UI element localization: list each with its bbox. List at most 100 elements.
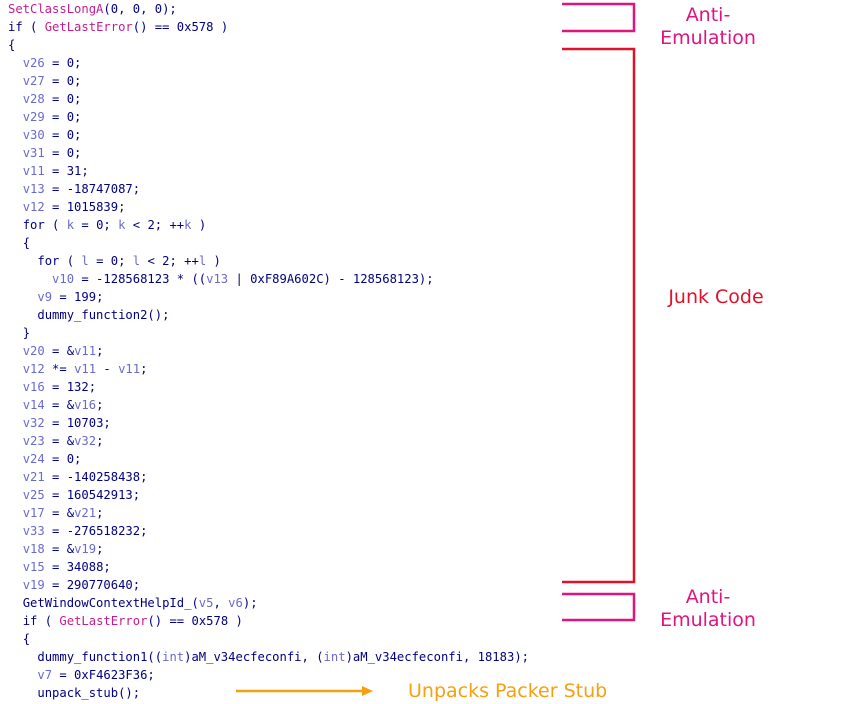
code-identifier: v15	[22, 560, 45, 574]
code-api-call: GetLastError	[44, 20, 133, 34]
unpacks-packer-stub-label: Unpacks Packer Stub	[408, 680, 608, 702]
code-line: {	[8, 36, 529, 54]
code-text: = 34088;	[44, 560, 111, 574]
code-line: v20 = &v11;	[8, 342, 529, 360]
code-text: (	[37, 614, 60, 628]
code-line: dummy_function2();	[8, 306, 529, 324]
code-identifier: v23	[22, 434, 45, 448]
code-line: v12 *= v11 - v11;	[8, 360, 529, 378]
code-identifier: k	[66, 218, 75, 232]
code-text: ;	[96, 344, 104, 358]
code-identifier: v19	[22, 578, 45, 592]
code-identifier: l	[81, 254, 89, 268]
code-line: v25 = 160542913;	[8, 486, 529, 504]
code-line: {	[8, 630, 529, 648]
code-identifier: k	[118, 218, 126, 232]
code-text: = 160542913;	[44, 488, 141, 502]
code-text: -	[96, 362, 119, 376]
code-line: v24 = 0;	[8, 450, 529, 468]
code-text: () == 0x578 )	[147, 614, 243, 628]
code-line: v15 = 34088;	[8, 558, 529, 576]
code-text: | 0xF89A602C) - 128568123);	[228, 272, 434, 286]
code-text: dummy_function1((	[37, 650, 163, 664]
code-text: ;	[96, 398, 104, 412]
code-text: GetWindowContextHelpId_(	[22, 596, 199, 610]
code-line: v19 = 290770640;	[8, 576, 529, 594]
code-text: (0, 0, 0);	[103, 2, 177, 16]
code-identifier: v11	[22, 164, 45, 178]
code-identifier: v11	[118, 362, 141, 376]
code-text: = 0;	[44, 110, 82, 124]
code-identifier: v18	[22, 542, 45, 556]
anti-emulation-label-bottom: Anti- Emulation	[660, 586, 756, 631]
code-line: {	[8, 234, 529, 252]
code-identifier: v13	[206, 272, 229, 286]
code-api-call: GetLastError	[59, 614, 148, 628]
anti-emulation-bracket-top	[562, 2, 636, 33]
code-identifier: v6	[228, 596, 243, 610]
code-line: if ( GetLastError() == 0x578 )	[8, 18, 529, 36]
code-line: }	[8, 324, 529, 342]
code-text: = &	[44, 434, 75, 448]
code-identifier: v10	[52, 272, 75, 286]
code-identifier: v11	[74, 362, 97, 376]
code-identifier: v24	[22, 452, 45, 466]
code-text: = -140258438;	[44, 470, 148, 484]
code-text: {	[22, 632, 31, 646]
code-line: unpack_stub();	[8, 684, 529, 702]
code-text: ;	[96, 434, 104, 448]
code-line: v9 = 199;	[8, 288, 529, 306]
code-identifier: v19	[74, 542, 97, 556]
code-line: for ( l = 0; l < 2; ++l )	[8, 252, 529, 270]
code-text: = 0;	[74, 218, 119, 232]
code-keyword: if	[22, 614, 38, 628]
code-text: {	[8, 38, 16, 52]
code-line: v14 = &v16;	[8, 396, 529, 414]
code-text: ,	[213, 596, 229, 610]
code-text: < 2; ++	[125, 218, 185, 232]
code-line: v26 = 0;	[8, 54, 529, 72]
code-text: *=	[44, 362, 75, 376]
code-line: v16 = 132;	[8, 378, 529, 396]
code-text: (	[59, 254, 82, 268]
code-identifier: v14	[22, 398, 45, 412]
decompiled-code-listing: SetClassLongA(0, 0, 0); if ( GetLastError…	[8, 0, 529, 702]
code-text: = 1015839;	[44, 200, 126, 214]
code-identifier: v16	[22, 380, 45, 394]
code-identifier: v20	[22, 344, 45, 358]
code-identifier: v12	[22, 362, 45, 376]
code-text: unpack_stub();	[37, 686, 141, 700]
code-text: = -128568123 * ((	[74, 272, 207, 286]
code-text: = 0;	[88, 254, 133, 268]
code-identifier: v9	[37, 290, 53, 304]
code-identifier: v28	[22, 92, 45, 106]
code-line: v18 = &v19;	[8, 540, 529, 558]
code-line: v31 = 0;	[8, 144, 529, 162]
code-line: GetWindowContextHelpId_(v5, v6);	[8, 594, 529, 612]
code-line: v28 = 0;	[8, 90, 529, 108]
code-text: = 290770640;	[44, 578, 141, 592]
code-text: )aM_v34ecfeconfi, (	[184, 650, 324, 664]
code-api-call: SetClassLongA	[8, 2, 104, 16]
code-line: v27 = 0;	[8, 72, 529, 90]
code-text: = 31;	[44, 164, 89, 178]
code-line: v7 = 0xF4623F36;	[8, 666, 529, 684]
code-text: ;	[96, 506, 104, 520]
code-identifier: int	[323, 650, 346, 664]
junk-code-bracket	[562, 47, 636, 584]
code-line: v10 = -128568123 * ((v13 | 0xF89A602C) -…	[8, 270, 529, 288]
code-text: )	[206, 254, 221, 268]
code-identifier: v33	[22, 524, 45, 538]
code-line: v32 = 10703;	[8, 414, 529, 432]
code-text: = 132;	[44, 380, 97, 394]
code-keyword: for	[37, 254, 60, 268]
code-identifier: v25	[22, 488, 45, 502]
code-identifier: v13	[22, 182, 45, 196]
code-text: () == 0x578 )	[132, 20, 229, 34]
code-identifier: v11	[74, 344, 97, 358]
unpack-arrow-head	[362, 686, 373, 696]
code-line: v13 = -18747087;	[8, 180, 529, 198]
code-line: v33 = -276518232;	[8, 522, 529, 540]
code-text: = 0;	[44, 74, 82, 88]
